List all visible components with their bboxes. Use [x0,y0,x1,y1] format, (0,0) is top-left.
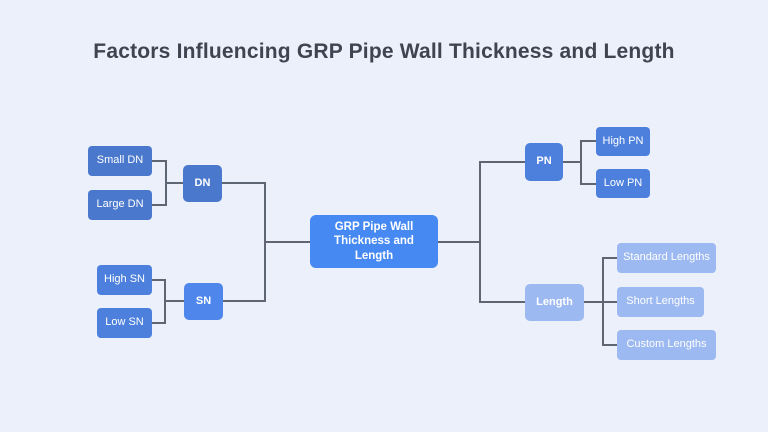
connector-line [438,241,481,243]
diagram-title: Factors Influencing GRP Pipe Wall Thickn… [93,40,675,63]
node-large-dn: Large DN [88,190,152,220]
connector-line [602,344,617,346]
connector-line [580,140,582,185]
connector-line [580,140,596,142]
node-length: Length [525,284,584,321]
node-sn: SN [184,283,223,320]
node-central-topic: GRP Pipe Wall Thickness and Length [310,215,438,268]
node-pn: PN [525,143,563,181]
connector-line [164,300,184,302]
node-high-pn: High PN [596,127,650,156]
node-dn: DN [183,165,222,202]
connector-line [584,301,604,303]
connector-line [602,301,617,303]
connector-line [223,300,266,302]
connector-line [152,160,167,162]
node-short-lengths: Short Lengths [617,287,704,317]
node-low-sn: Low SN [97,308,152,338]
connector-line [602,257,617,259]
node-standard-lengths: Standard Lengths [617,243,716,273]
connector-line [479,161,481,303]
node-small-dn: Small DN [88,146,152,176]
node-custom-lengths: Custom Lengths [617,330,716,360]
connector-line [152,322,166,324]
connector-line [165,182,183,184]
connector-line [264,241,310,243]
node-high-sn: High SN [97,265,152,295]
connector-line [222,182,266,184]
node-low-pn: Low PN [596,169,650,198]
connector-line [479,161,525,163]
connector-line [563,161,582,163]
connector-line [580,183,596,185]
connector-line [152,279,166,281]
connector-line [479,301,525,303]
connector-line [152,204,167,206]
